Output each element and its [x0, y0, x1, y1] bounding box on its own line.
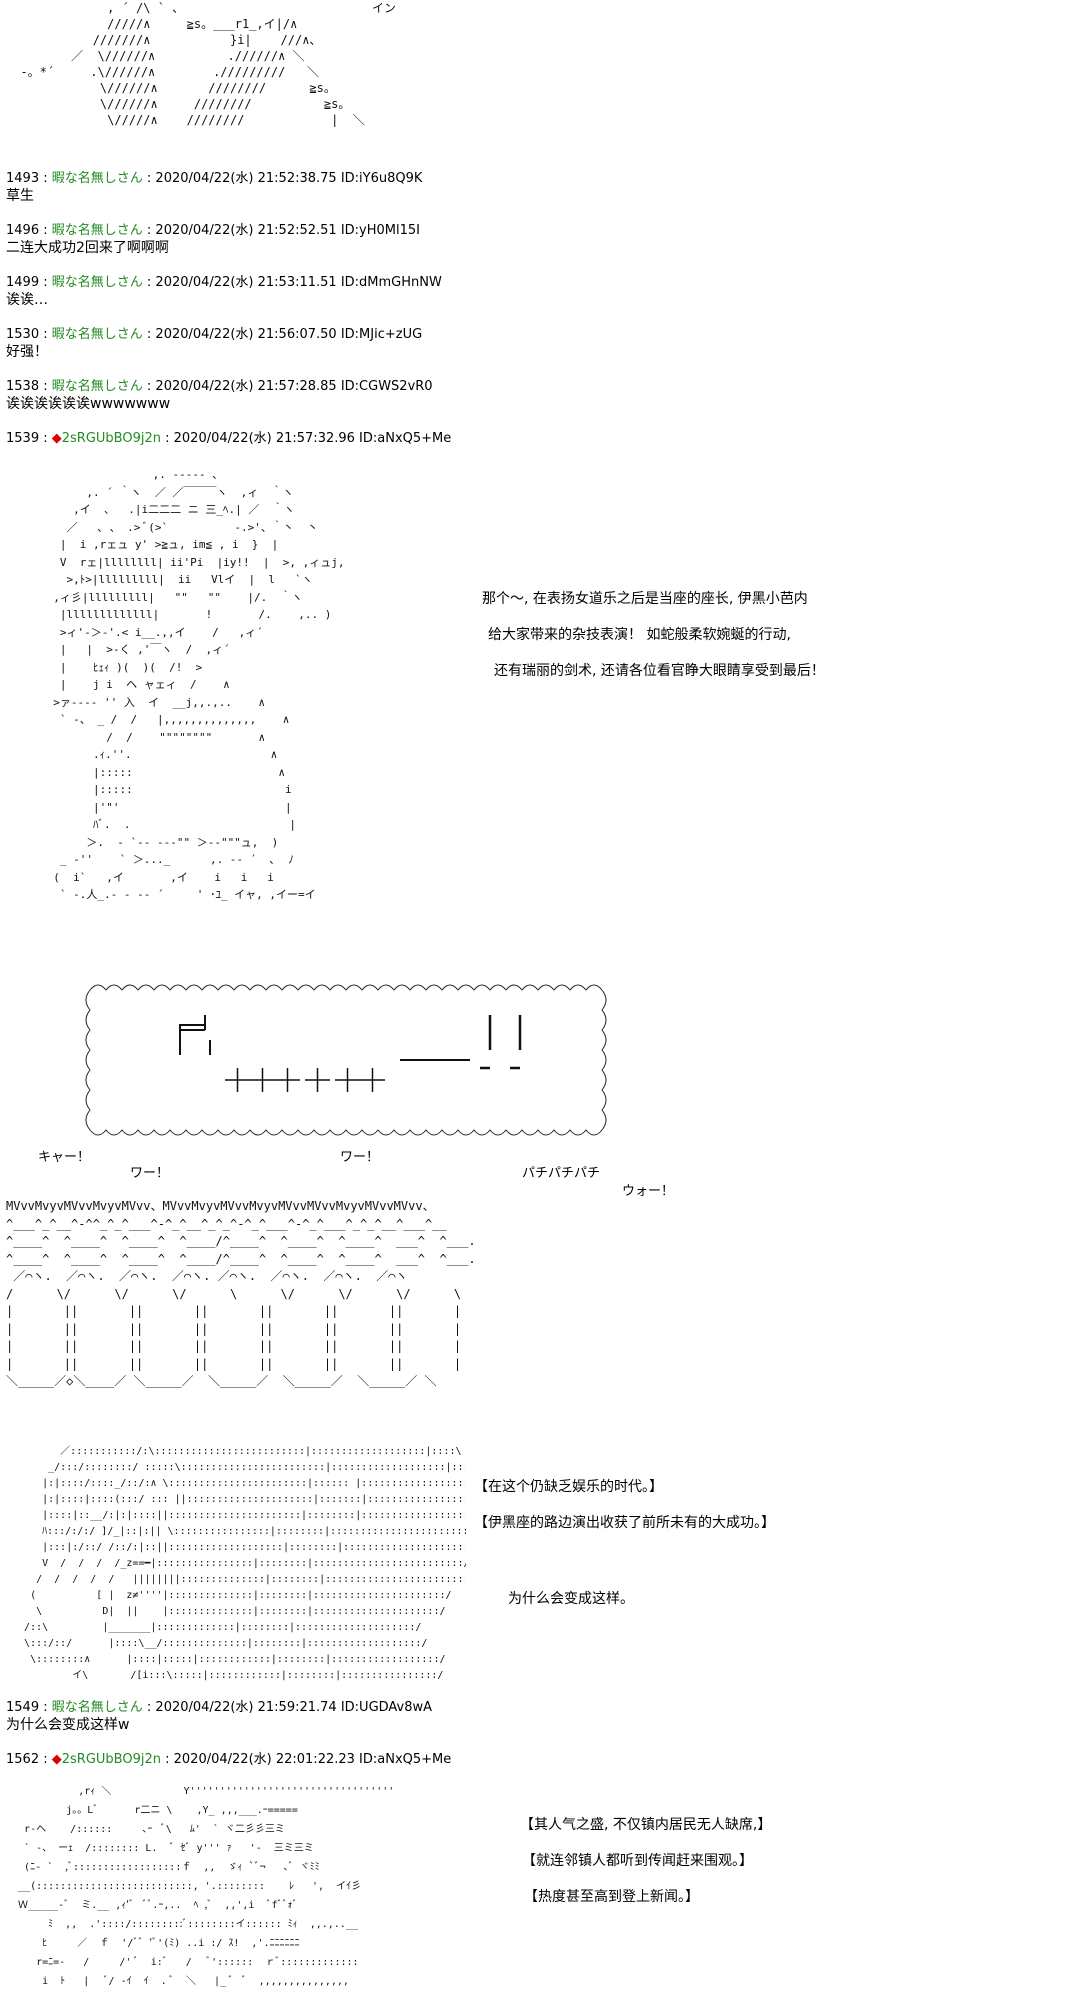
post-body: 好强！ [6, 344, 48, 360]
post-body: 为什么会变成这样w [6, 1717, 130, 1733]
post-header: 1496 : 暇な名無しさん : 2020/04/22(水) 21:52:52.… [6, 223, 420, 238]
post-date: 2020/04/22(水) 21:59:21.74 [155, 1700, 337, 1715]
ascii-art-character: ,. -‐‐‐- 、 ,. ´ ｀ヽ ／ ／￣￣￣ヽ ,ィ ｀ヽ ,イ 、 .|… [53, 468, 345, 901]
poster-id: ID:MJic+zUG [340, 327, 423, 342]
trip-diamond-icon: ◆ [51, 431, 62, 446]
post-date: 2020/04/22(水) 21:52:38.75 [155, 171, 337, 186]
narration-line: 【其人气之盛, 不仅镇内居民无人缺席,】 [520, 1817, 772, 1833]
post: 1499 : 暇な名無しさん : 2020/04/22(水) 21:53:11.… [6, 275, 1046, 309]
post-header: 1562 : ◆2sRGUbBO9j2n : 2020/04/22(水) 22:… [6, 1752, 452, 1767]
post-date: 2020/04/22(水) 21:57:28.85 [155, 379, 337, 394]
poster-name: 暇な名無しさん [51, 171, 143, 186]
poster-id: ID:yH0Ml15I [340, 223, 420, 238]
narration-line: 【在这个仍缺乏娱乐的时代。】 [474, 1479, 663, 1495]
ascii-art-stage: ／:::::::::::/:\:::::::::::::::::::::::::… [24, 1446, 466, 1681]
poster-name: 暇な名無しさん [51, 223, 143, 238]
narration-line: 【热度甚至高到登上新闻。】 [524, 1889, 699, 1905]
post-header: 1549 : 暇な名無しさん : 2020/04/22(水) 21:59:21.… [6, 1700, 433, 1715]
poster-name: 暇な名無しさん [51, 327, 143, 342]
ascii-art-crowd-bottom: ,rｨ ＼ Y'''''''''''''''''''''''''''''''''… [18, 1786, 395, 1987]
poster-id: ID:CGWS2vR0 [340, 379, 433, 394]
poster-id: ID:UGDAv8wA [340, 1700, 433, 1715]
post-number: 1493 [6, 171, 40, 186]
poster-name: 暇な名無しさん [51, 275, 143, 290]
post-number: 1539 [6, 431, 40, 446]
post-number: 1496 [6, 223, 40, 238]
post-header: 1539 : ◆2sRGUbBO9j2n : 2020/04/22(水) 21:… [6, 431, 452, 446]
narration-line: 给大家带来的杂技表演！ 如蛇般柔软婉蜒的行动, [488, 627, 791, 643]
post: 1538 : 暇な名無しさん : 2020/04/22(水) 21:57:28.… [6, 379, 1046, 413]
narration-line: 为什么会变成这样。 [508, 1591, 634, 1607]
post-body: 诶诶… [6, 292, 48, 308]
post-date: 2020/04/22(水) 21:52:52.51 [155, 223, 337, 238]
post-number: 1530 [6, 327, 40, 342]
ascii-art-top: , ´ /\ ` 、 イン /////∧ ≧s。___r1_,イ|/∧ ////… [20, 1, 397, 127]
sound-effect: ワー！ [340, 1150, 380, 1165]
narration-line: 【就连邻镇人都听到传闻赶来围观。】 [522, 1853, 753, 1869]
post-header: 1493 : 暇な名無しさん : 2020/04/22(水) 21:52:38.… [6, 171, 423, 186]
post-number: 1538 [6, 379, 40, 394]
poster-id: ID:iY6u8Q9K [340, 171, 423, 186]
poster-trip: 2sRGUbBO9j2n [61, 431, 161, 446]
post: 1493 : 暇な名無しさん : 2020/04/22(水) 21:52:38.… [6, 171, 1046, 205]
poster-name: 暇な名無しさん [51, 379, 143, 394]
poster-trip: 2sRGUbBO9j2n [61, 1752, 161, 1767]
post-body: 二连大成功2回来了啊啊啊 [6, 240, 169, 256]
sound-effect: パチパチパチ [522, 1166, 601, 1181]
post: 1496 : 暇な名無しさん : 2020/04/22(水) 21:52:52.… [6, 223, 1046, 257]
post: 1549 : 暇な名無しさん : 2020/04/22(水) 21:59:21.… [6, 1700, 1046, 1734]
post: 1530 : 暇な名無しさん : 2020/04/22(水) 21:56:07.… [6, 327, 1046, 361]
trip-diamond-icon: ◆ [51, 1752, 62, 1767]
post-date: 2020/04/22(水) 22:01:22.23 [173, 1752, 355, 1767]
post: 1539 : ◆2sRGUbBO9j2n : 2020/04/22(水) 21:… [6, 431, 1046, 447]
sound-effect: ウォー！ [622, 1184, 675, 1199]
post-number: 1562 [6, 1752, 40, 1767]
post-header: 1499 : 暇な名無しさん : 2020/04/22(水) 21:53:11.… [6, 275, 442, 290]
poster-name: 暇な名無しさん [51, 1700, 143, 1715]
post-date: 2020/04/22(水) 21:56:07.50 [155, 327, 337, 342]
post-header: 1530 : 暇な名無しさん : 2020/04/22(水) 21:56:07.… [6, 327, 423, 342]
narration-line: 还有瑞丽的剑术, 还请各位看官睁大眼睛享受到最后！ [494, 663, 825, 679]
sound-effect: キャー！ [38, 1150, 91, 1165]
poster-id: ID:aNxQ5+Me [359, 431, 452, 446]
post-number: 1499 [6, 275, 40, 290]
narration-line: 【伊黑座的路边演出收获了前所未有的大成功。】 [474, 1515, 775, 1531]
scalloped-frame [85, 984, 607, 1136]
post-header: 1538 : 暇な名無しさん : 2020/04/22(水) 21:57:28.… [6, 379, 433, 394]
sound-effect: ワー！ [130, 1166, 170, 1181]
post-body: 诶诶诶诶诶诶wwwwwww [6, 396, 171, 412]
poster-id: ID:dMmGHnNW [340, 275, 442, 290]
post-body: 草生 [6, 188, 34, 204]
post-date: 2020/04/22(水) 21:57:32.96 [173, 431, 355, 446]
post-date: 2020/04/22(水) 21:53:11.51 [155, 275, 337, 290]
ascii-art-crowd: MVvvMvyvMVvvMvyvMVvv、MVvvMvyvMVvvMvyvMVv… [6, 1199, 476, 1388]
post-number: 1549 [6, 1700, 40, 1715]
banner-art [80, 980, 620, 1140]
narration-line: 那个〜, 在表扬女道乐之后是当座的座长, 伊黑小芭内 [482, 591, 808, 607]
poster-id: ID:aNxQ5+Me [359, 1752, 452, 1767]
post: 1562 : ◆2sRGUbBO9j2n : 2020/04/22(水) 22:… [6, 1752, 1046, 1768]
